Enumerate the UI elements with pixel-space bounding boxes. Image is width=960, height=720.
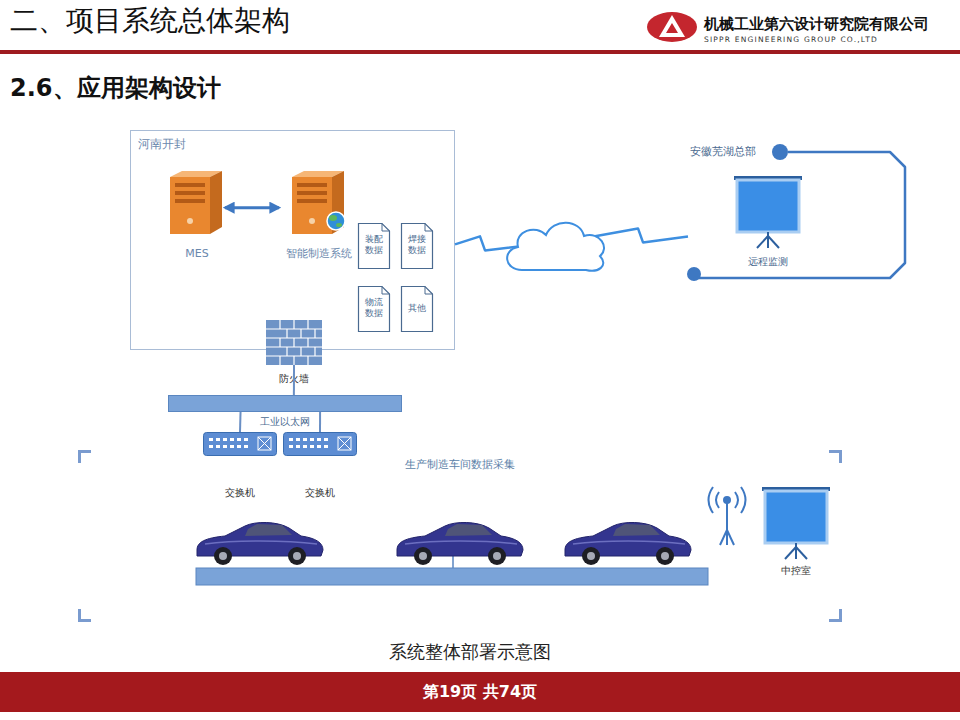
switch-icon xyxy=(204,433,277,456)
caption: 系统整体部署示意图 xyxy=(0,641,940,663)
company-name: 机械工业第六设计研究院有限公司 xyxy=(704,15,954,33)
server-node: 智能制造系统 xyxy=(279,169,359,261)
data-document: 物流数据 xyxy=(358,286,390,332)
node-shape xyxy=(203,432,277,456)
network-line xyxy=(319,412,321,432)
switch-symbol: 交换机 xyxy=(283,432,357,456)
firewall-bricks xyxy=(266,320,322,365)
document-fold xyxy=(425,287,433,295)
endpoint-dot xyxy=(687,267,701,281)
node-label: 焊接数据 xyxy=(406,234,428,256)
footer-band xyxy=(0,672,960,712)
band-bar xyxy=(169,396,402,412)
sensor-lead xyxy=(452,553,454,568)
node-label: 物流数据 xyxy=(363,297,385,319)
document-outline xyxy=(402,287,433,332)
company-logo xyxy=(659,15,685,37)
node-label: 防火墙 xyxy=(272,373,316,385)
monitor-loop xyxy=(694,152,905,278)
firewall-symbol: 防火墙 xyxy=(266,320,322,365)
node-label: MES xyxy=(169,247,225,260)
page-title: 二、项目系统总体架构 xyxy=(10,4,610,38)
company-logo xyxy=(647,12,697,42)
control-screen: 中控室 xyxy=(760,485,832,580)
node-label: 装配数据 xyxy=(363,234,385,256)
node-shape xyxy=(283,432,357,456)
document-outline xyxy=(359,224,390,269)
car-illustration xyxy=(565,522,691,565)
antenna-symbol xyxy=(709,487,746,545)
site-box: 河南开封 MES 智能制造系统装配数据焊接数据物流数据 其他 xyxy=(130,130,455,350)
node-label: 交换机 xyxy=(203,487,277,499)
node-shape xyxy=(78,450,842,622)
node-label: 中控室 xyxy=(760,565,832,577)
document-fold xyxy=(382,287,390,295)
server-node: MES xyxy=(169,169,225,261)
workshop-region: 生产制造车间数据采集中控室 xyxy=(78,450,842,622)
server-icon xyxy=(170,171,222,234)
globe-icon xyxy=(327,212,345,230)
node-label: 交换机 xyxy=(283,487,357,499)
endpoint-dot xyxy=(772,144,788,160)
network-line xyxy=(293,365,295,395)
monitor-screen: 远程监测 xyxy=(688,174,806,278)
corner-brackets xyxy=(80,452,841,621)
node-shape xyxy=(688,174,806,278)
data-document: 其他 xyxy=(401,286,433,332)
sync-arrow xyxy=(225,206,279,209)
car-illustration xyxy=(397,522,523,565)
node-shape xyxy=(168,395,402,412)
sensor-dot xyxy=(450,548,457,555)
screen-icon xyxy=(734,176,802,248)
document-outline xyxy=(359,287,390,332)
data-document: 焊接数据 xyxy=(401,223,433,269)
header-rule xyxy=(0,50,960,54)
network-band: 工业以太网 xyxy=(168,395,402,412)
headquarters-node: 安徽芜湖总部 xyxy=(688,142,788,162)
node-label: 远程监测 xyxy=(728,256,808,268)
node-label: 安徽芜湖总部 xyxy=(690,145,776,158)
node-label: 智能制造系统 xyxy=(273,247,365,260)
node-label: 工业以太网 xyxy=(248,416,322,428)
node-shape xyxy=(266,320,322,365)
document-outline xyxy=(402,224,433,269)
cloud-symbol xyxy=(507,223,604,271)
switch-symbol: 交换机 xyxy=(203,432,277,456)
wireless-link xyxy=(455,228,688,250)
company-name-en: SIPPR ENGINEERING GROUP CO.,LTD xyxy=(704,35,954,44)
node-label: 河南开封 xyxy=(138,137,186,151)
production-line xyxy=(196,568,708,585)
server-icon xyxy=(292,171,344,234)
node-label: 生产制造车间数据采集 xyxy=(360,458,560,471)
company-logo xyxy=(666,23,678,33)
car-illustration xyxy=(197,522,323,565)
switch-icon xyxy=(284,433,357,456)
data-document: 装配数据 xyxy=(358,223,390,269)
node-label: 其他 xyxy=(406,303,428,314)
network-line xyxy=(239,412,242,432)
page-number: 第19页 共74页 xyxy=(0,682,960,701)
document-fold xyxy=(382,224,390,232)
subtitle: 2.6、应用架构设计 xyxy=(10,74,410,103)
screen-icon xyxy=(762,487,830,559)
document-fold xyxy=(425,224,433,232)
